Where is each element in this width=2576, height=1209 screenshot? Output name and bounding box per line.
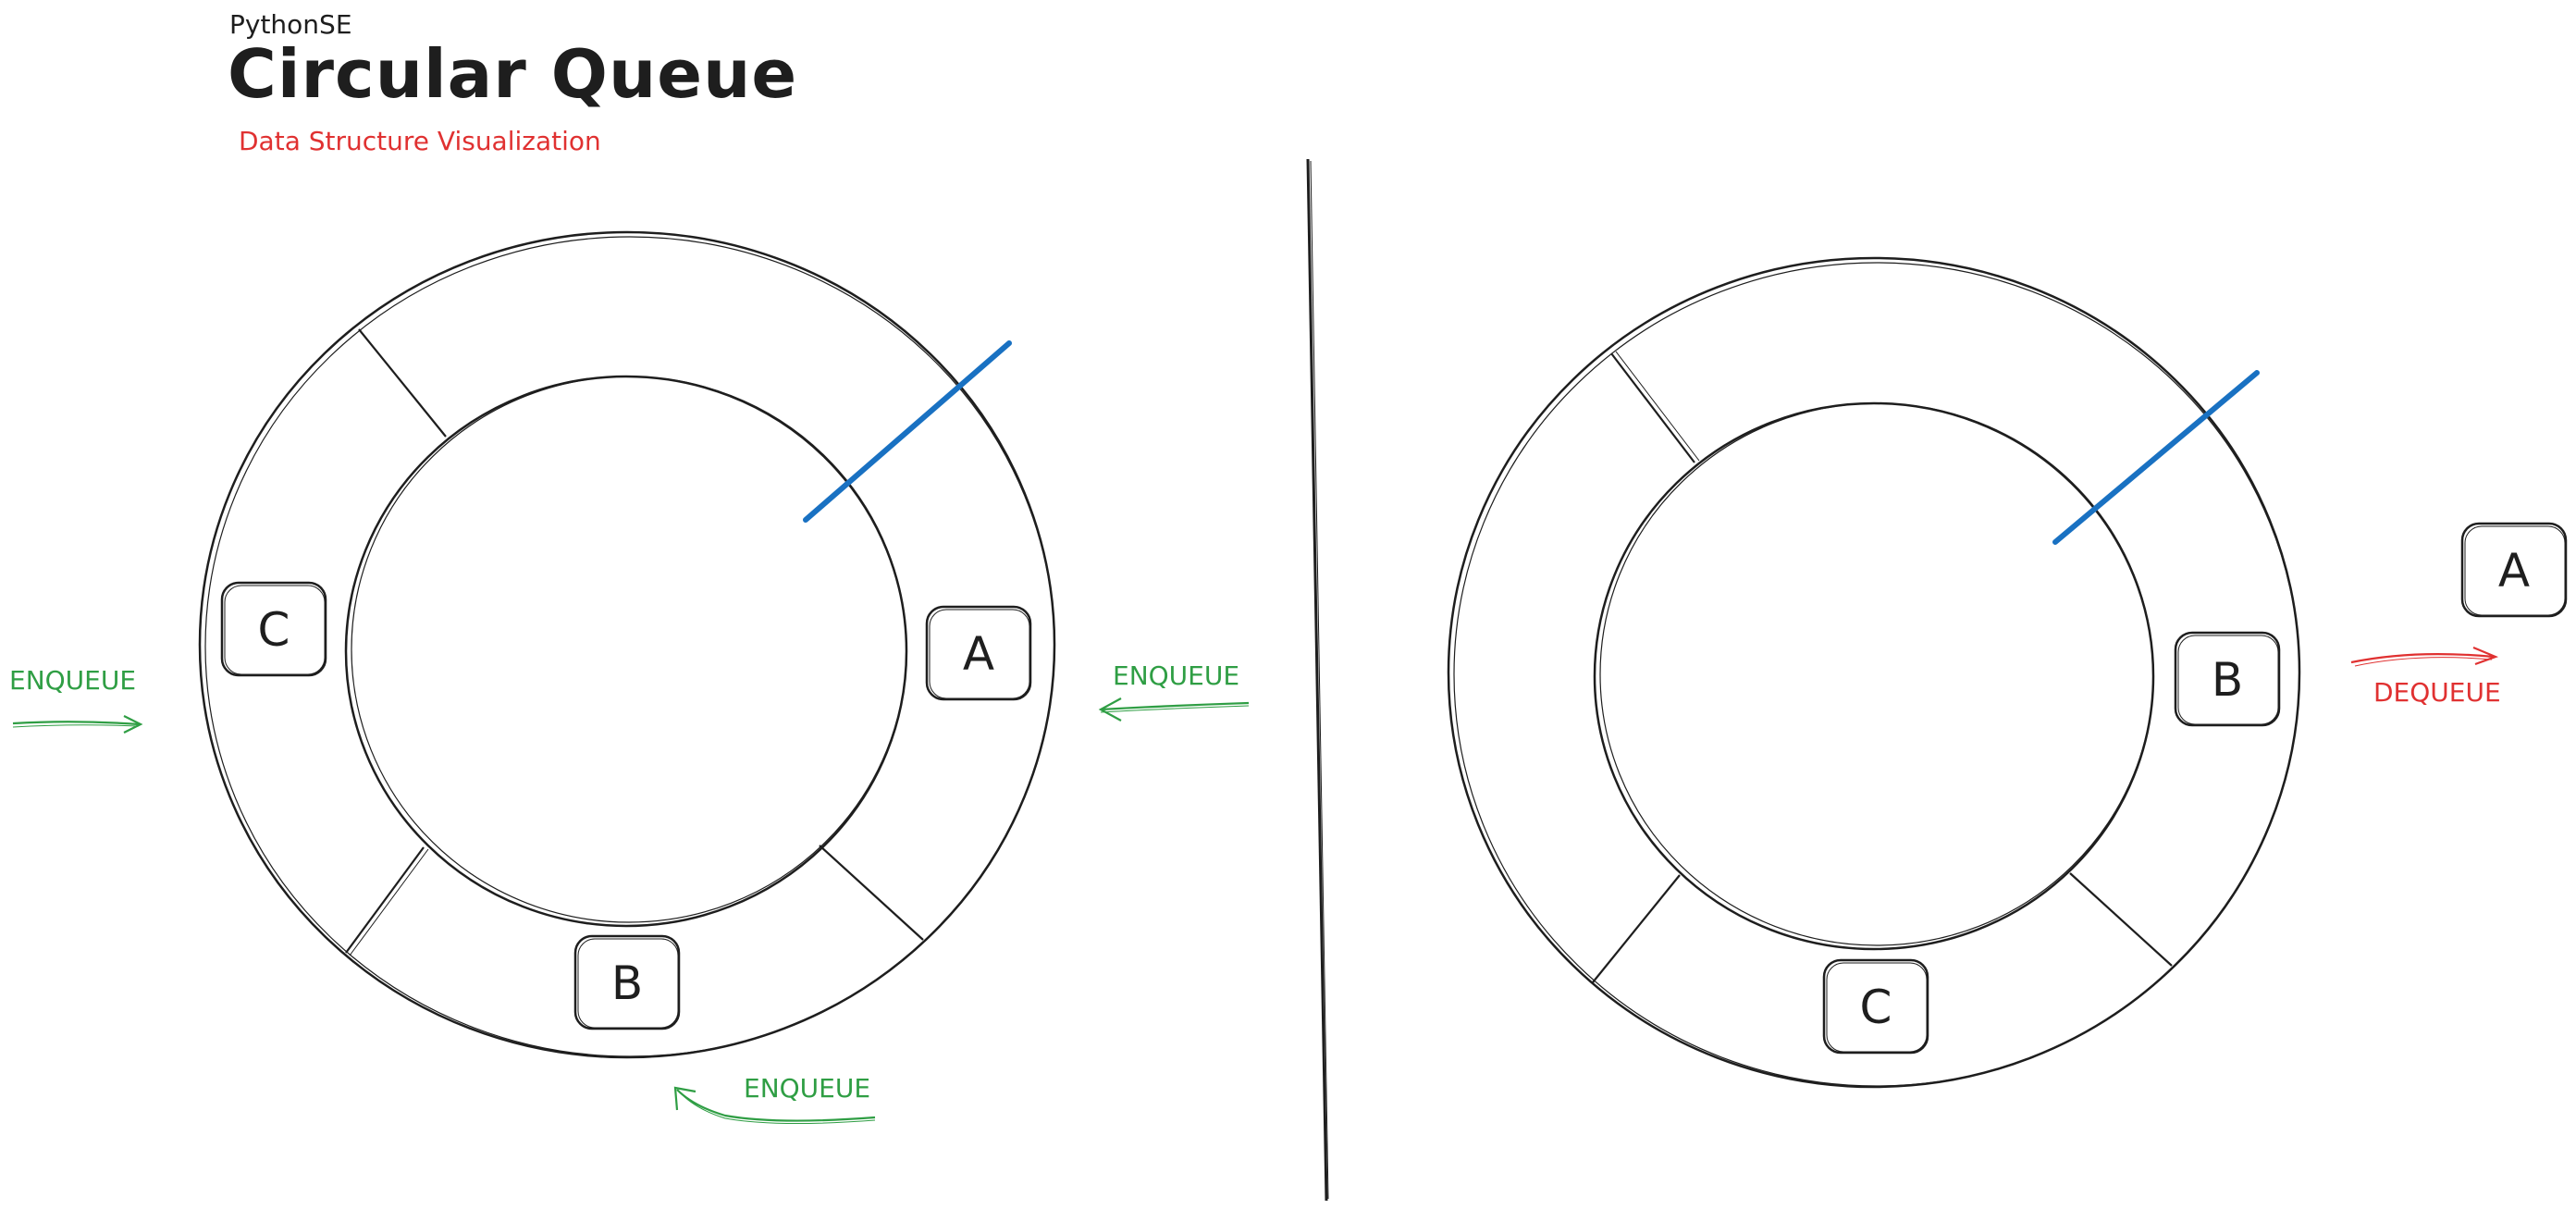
enqueue-arrow-right (1098, 697, 1250, 722)
dequeue-label: DEQUEUE (2373, 677, 2501, 708)
right-queue-ring (1447, 256, 2301, 1089)
right-cell-c-label: C (1860, 981, 1892, 1034)
brand-label: PythonSE (229, 9, 352, 40)
enqueue-label-left: ENQUEUE (9, 665, 136, 696)
enqueue-label-right: ENQUEUE (1113, 660, 1239, 691)
right-queue-dividers (1592, 351, 2173, 983)
left-cell-a: A (925, 605, 1032, 701)
section-divider-sketch (1310, 160, 1329, 1200)
section-divider (1306, 158, 1328, 1202)
left-cell-c-label: C (258, 603, 290, 657)
page-title: Circular Queue (228, 35, 798, 113)
right-cell-c: C (1822, 958, 1929, 1055)
right-cell-b-label: B (2212, 653, 2243, 707)
enqueue-arrow-left (12, 715, 143, 734)
left-queue-dividers (345, 328, 924, 956)
left-queue-pointer (803, 340, 1012, 523)
page-subtitle: Data Structure Visualization (239, 126, 601, 156)
left-cell-a-label: A (963, 627, 994, 681)
dequeue-arrow (2350, 646, 2499, 667)
enqueue-label-bottom: ENQUEUE (744, 1073, 870, 1104)
right-cell-b: B (2174, 631, 2281, 727)
removed-cell-a-label: A (2498, 544, 2530, 598)
left-cell-b-label: B (611, 956, 643, 1010)
left-cell-c: C (220, 581, 327, 677)
removed-cell-a: A (2460, 522, 2568, 618)
left-cell-b: B (573, 934, 681, 1030)
left-queue-ring (198, 230, 1056, 1059)
right-queue-pointer (2052, 370, 2260, 545)
enqueue-arrow-bottom (673, 1086, 876, 1125)
